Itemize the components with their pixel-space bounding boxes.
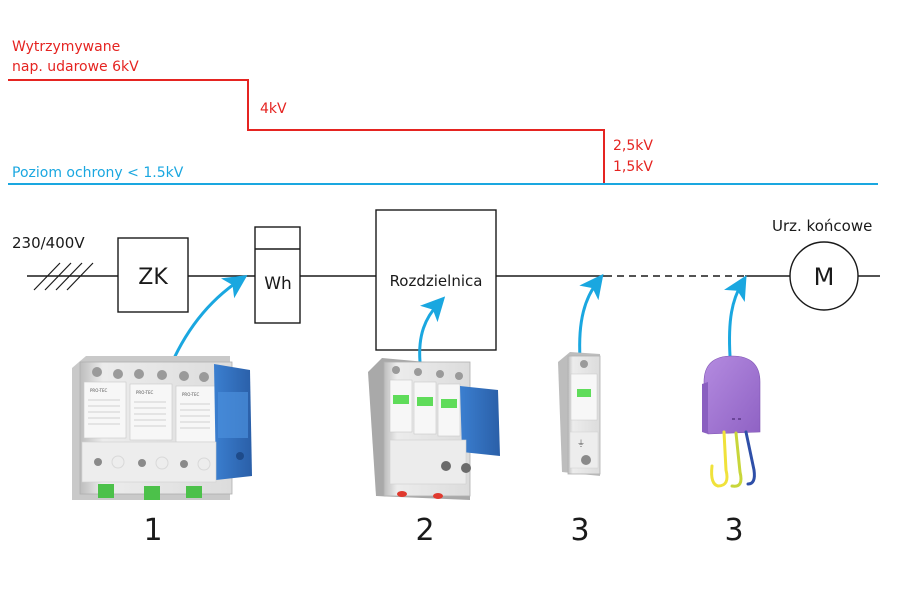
zk-connection-box: ZK — [117, 237, 189, 313]
spd-device-3-socket — [702, 355, 761, 488]
zk-label: ZK — [138, 265, 168, 290]
meter-label: Wh — [264, 274, 292, 294]
end-device-motor: M — [789, 241, 859, 311]
arrow-to-outlet-icon — [724, 275, 747, 358]
supply-voltage-label: 230/400V — [12, 234, 85, 252]
arrow-to-switchboard-icon — [418, 296, 446, 364]
end-device-label: Urz. końcowe — [772, 217, 872, 235]
withstand-label-line1: Wytrzymywane — [12, 39, 120, 55]
device-number-3a: 3 — [570, 513, 589, 548]
device-number-1: 1 — [143, 513, 162, 548]
device-number-3b: 3 — [724, 513, 743, 548]
switchboard: Rozdzielnica — [375, 209, 497, 351]
withstand-voltage-step-line — [8, 79, 605, 183]
ground-symbol-icon: ⏚ — [577, 439, 585, 448]
withstand-label-line2: nap. udarowe 6kV — [12, 59, 139, 75]
spd-device-2 — [368, 358, 500, 500]
device1-brand-1: PRO-TEC — [90, 388, 107, 393]
step-label-4kv: 4kV — [260, 101, 287, 117]
spd-device-1: PRO-TEC PRO-TEC PRO-TEC — [72, 356, 252, 500]
motor-label: M — [814, 263, 835, 291]
device-number-2: 2 — [415, 513, 434, 548]
spd-device-3-din: ⏚ — [558, 352, 601, 476]
device1-brand-2: PRO-TEC — [136, 390, 153, 395]
step-label-1-5kv: 1,5kV — [613, 159, 653, 175]
energy-meter: Wh — [254, 226, 301, 324]
switchboard-label: Rozdzielnica — [390, 272, 483, 290]
arrow-to-line-icon — [578, 273, 604, 360]
three-phase-symbol-icon — [33, 262, 94, 291]
device1-brand-3: PRO-TEC — [182, 392, 199, 397]
step-label-2-5kv: 2,5kV — [613, 138, 653, 154]
protection-level-label: Poziom ochrony < 1.5kV — [12, 165, 184, 181]
